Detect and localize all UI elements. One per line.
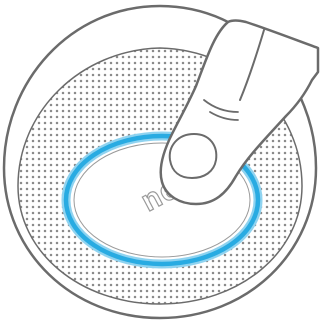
fingernail bbox=[170, 134, 217, 178]
